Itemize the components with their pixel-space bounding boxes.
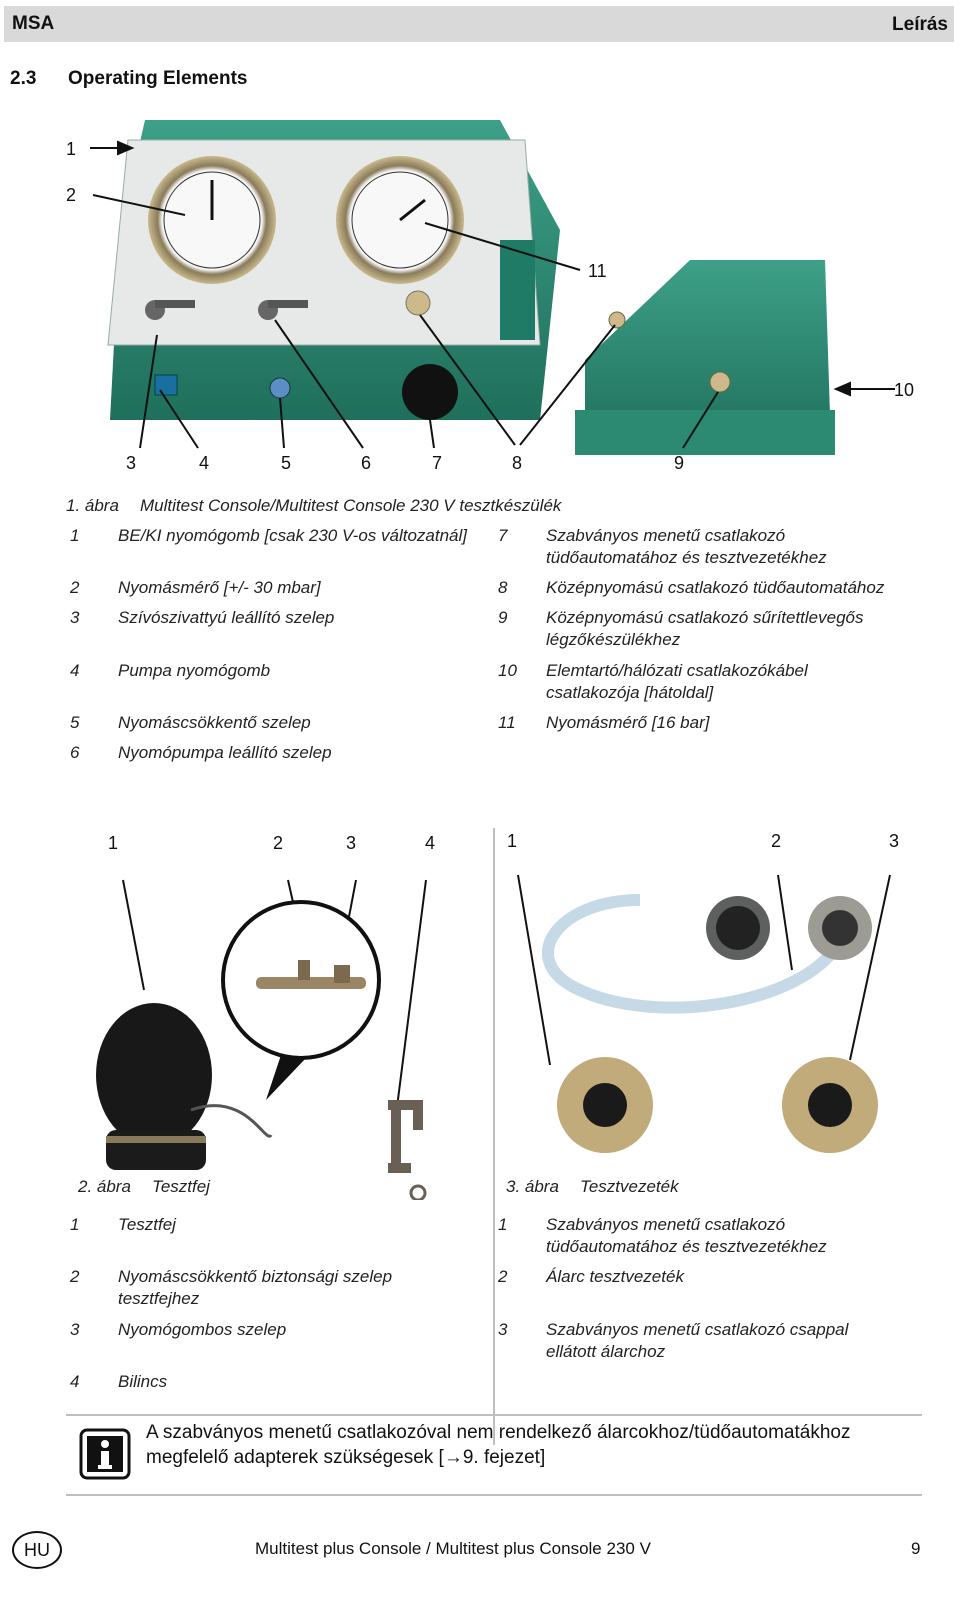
callout-6: 6 [361,453,372,473]
callout-10: 10 [894,380,915,400]
console-side-view [585,260,830,450]
fig2-callout-4: 4 [425,833,436,853]
page-header: MSA Leírás [4,6,954,42]
info-bottom-rule [66,1494,922,1496]
callout-8: 8 [512,453,523,473]
figure3-caption-text: Tesztvezeték [580,1177,679,1196]
info-top-rule [66,1414,922,1416]
callout-11: 11 [588,261,607,281]
pressure-reducer-knob [402,364,458,420]
clamp [388,1100,423,1173]
fig3-callout-2: 2 [771,831,782,851]
fig2-callout-2: 2 [273,833,284,853]
fig3-callout-1: 1 [507,831,518,851]
brand-strip [500,240,535,340]
info-text-line1: A szabványos menetű csatlakozóval nem re… [146,1422,851,1443]
test-head [96,1003,212,1147]
callout-9: 9 [674,453,685,473]
figure1-console-illustration [90,120,895,455]
info-icon [78,1427,132,1481]
test-hose [542,894,835,1014]
footer-title: Multitest plus Console / Multitest plus … [255,1539,651,1558]
callout-1: 1 [66,139,77,159]
power-button [154,374,178,396]
callout-7: 7 [432,453,443,473]
header-section: Leírás [892,14,948,35]
figure2-caption-number: 2. ábra [78,1177,131,1196]
figure1-caption-text: Multitest Console/Multitest Console 230 … [140,496,562,515]
fig2-callout-1: 1 [108,833,119,853]
info-text-line2: megfelelő adapterek szükségesek [→9. fej… [146,1447,546,1468]
callout-3: 3 [126,453,137,473]
column-divider [493,828,495,1445]
figure3-testline-illustration [517,874,891,1153]
figure3-caption-number: 3. ábra [506,1177,559,1196]
figure2-caption-text: Tesztfej [152,1177,210,1196]
pump-button [269,377,291,399]
callout-5: 5 [281,453,292,473]
figure2-testhead-illustration [96,879,427,1200]
page-number: 9 [911,1539,921,1558]
callout-4: 4 [199,453,210,473]
callout-2: 2 [66,185,77,205]
fig2-callout-3: 3 [346,833,357,853]
fig3-callout-3: 3 [889,831,900,851]
header-brand: MSA [12,13,55,34]
medium-pressure-connector [405,290,431,316]
section-title: Operating Elements [68,68,248,89]
figure1-caption-number: 1. ábra [66,496,119,515]
section-number: 2.3 [10,68,37,89]
language-badge: HU [12,1531,62,1569]
